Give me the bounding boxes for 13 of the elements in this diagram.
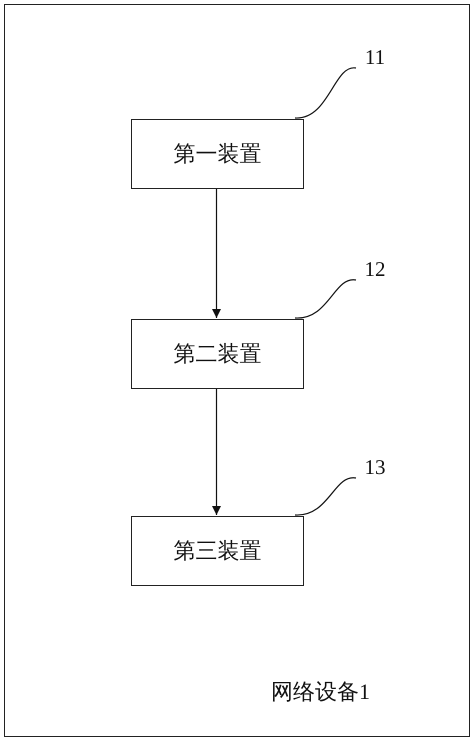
device-label: 网络设备1	[271, 678, 370, 706]
leader-line	[294, 279, 356, 319]
callout-number: 13	[359, 453, 391, 481]
device-box: 第二装置	[131, 319, 304, 389]
device-box: 第一装置	[131, 119, 304, 189]
leader-line	[294, 477, 356, 516]
callout-number: 11	[359, 43, 391, 71]
device-frame	[4, 4, 470, 737]
arrow	[212, 388, 221, 515]
leader-line	[294, 67, 356, 119]
callout-number: 12	[359, 255, 391, 283]
device-box: 第三装置	[131, 516, 304, 586]
arrow	[212, 188, 221, 318]
